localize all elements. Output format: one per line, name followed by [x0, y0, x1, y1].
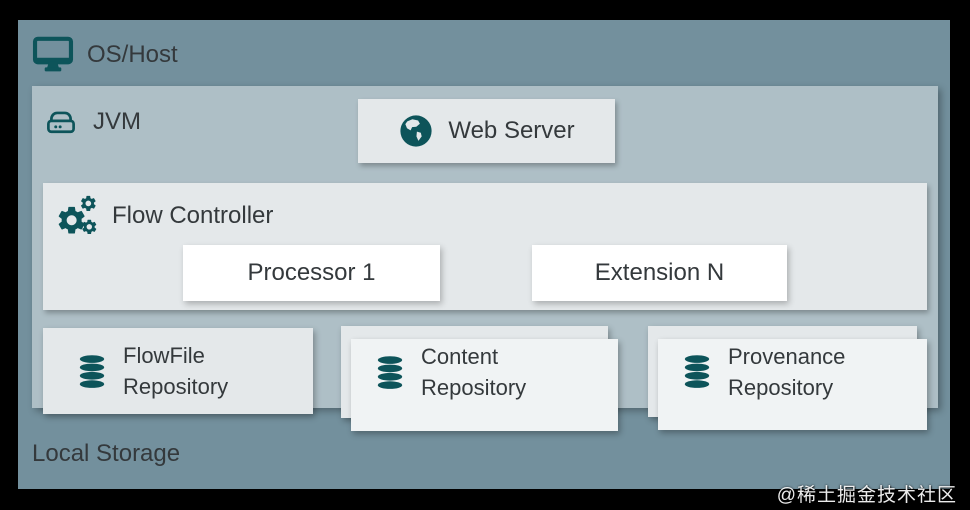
database-icon	[377, 355, 403, 389]
flow-controller-header: Flow Controller	[54, 194, 273, 238]
os-host-container: OS/Host JVM Web Server	[18, 20, 950, 489]
processor-box: Processor 1	[183, 245, 440, 301]
flowfile-repository-label: FlowFile Repository	[123, 343, 229, 399]
os-host-header: OS/Host	[32, 36, 178, 74]
jvm-label: JVM	[93, 108, 141, 135]
database-icon	[79, 354, 105, 388]
jvm-header: JVM	[44, 106, 141, 138]
content-repository-box: Content Repository	[341, 326, 618, 431]
gears-icon	[58, 195, 97, 235]
flowfile-repository-box: FlowFile Repository	[43, 328, 313, 414]
local-storage-label: Local Storage	[32, 440, 181, 467]
monitor-icon	[32, 36, 74, 72]
provenance-repository-label: Provenance Repository	[728, 343, 846, 400]
extension-box: Extension N	[532, 245, 787, 301]
flow-controller-box: Flow Controller Processor 1 Extension N	[43, 183, 927, 310]
jvm-container: JVM Web Server Flow Controller	[32, 86, 938, 431]
extension-label: Extension N	[594, 259, 725, 286]
flow-controller-label: Flow Controller	[112, 202, 274, 229]
watermark: @稀土掘金技术社区	[776, 485, 957, 506]
os-host-label: OS/Host	[87, 41, 178, 68]
content-repository-label: Content Repository	[421, 344, 527, 400]
globe-icon	[400, 115, 432, 147]
provenance-repository-box: Provenance Repository	[648, 326, 927, 430]
web-server-box: Web Server	[358, 99, 615, 163]
drive-icon	[47, 111, 75, 134]
web-server-label: Web Server	[448, 117, 575, 144]
database-icon	[684, 355, 710, 388]
processor-label: Processor 1	[247, 259, 376, 286]
